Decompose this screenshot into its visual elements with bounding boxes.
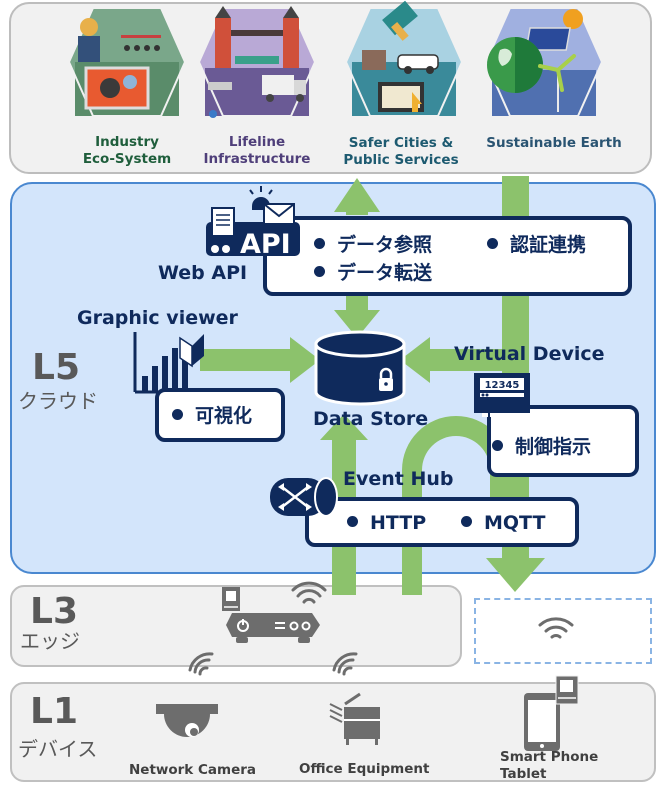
device-label-line: Smart Phone [500, 749, 599, 765]
layer-label-l5: L5 クラウド [18, 347, 98, 413]
layer-label-l3: L3 エッジ [20, 591, 80, 653]
smartphone-icon [524, 675, 579, 751]
domain-label-safer-cities: Safer Cities & Public Services [336, 135, 466, 169]
graphic-viewer-box [155, 388, 285, 442]
domain-label-lifeline: Lifeline Infrastructure [194, 134, 320, 168]
device-label-smart-phone: Smart Phone Tablet [500, 749, 598, 783]
lock-icon [379, 367, 393, 391]
arrow-right-to-datastore [200, 337, 320, 383]
graphic-viewer-item: 可視化 [172, 401, 252, 428]
domain-label-line: Infrastructure [203, 151, 311, 167]
item-text: MQTT [484, 512, 546, 534]
arrow-down-to-datastore [334, 296, 380, 338]
device-label-office-equipment: Office Equipment [299, 761, 430, 777]
industry-icon [67, 7, 187, 117]
domain-label-line: Sustainable Earth [486, 135, 622, 151]
wifi-icon [291, 581, 327, 604]
wifi-icon [188, 652, 214, 676]
lifeline-icon [197, 6, 317, 118]
camera-icon [156, 704, 218, 737]
bullet-icon [314, 238, 325, 249]
layer-name: エッジ [20, 629, 80, 653]
domain-label-line: Lifeline [228, 134, 286, 150]
data-store-title: Data Store [313, 408, 429, 430]
bullet-icon [172, 409, 183, 420]
web-api-box [263, 216, 632, 296]
web-api-item: データ参照 [314, 230, 432, 257]
item-text: 認証連携 [510, 234, 587, 256]
domain-label-industry: Industry Eco-System [64, 134, 190, 168]
arrow-uturn [402, 416, 510, 595]
item-text: HTTP [370, 512, 427, 534]
domain-label-sustainable-earth: Sustainable Earth [476, 135, 632, 152]
switch-icon [270, 477, 338, 517]
wifi-icon [332, 652, 358, 676]
layer-number: L5 [32, 347, 80, 388]
envelope-icon [263, 203, 295, 225]
api-icon-text: API [240, 229, 291, 258]
layer-number: L3 [30, 591, 78, 632]
virtual-device-title: Virtual Device [454, 343, 605, 365]
virtual-device-item: 制御指示 [492, 432, 591, 459]
item-text: 制御指示 [515, 436, 592, 458]
layer-label-l1: L1 デバイス [18, 691, 97, 761]
arrow-up-to-domains [334, 178, 380, 215]
event-hub-item: HTTP [347, 512, 426, 534]
event-hub-title: Event Hub [343, 468, 454, 490]
layer-number: L1 [30, 691, 78, 732]
bullet-icon [492, 440, 503, 451]
office-equipment-icon [329, 692, 380, 745]
device-icons [156, 581, 579, 751]
web-api-title: Web API [158, 262, 248, 284]
domain-label-line: Safer Cities & [348, 135, 454, 151]
bullet-icon [314, 266, 325, 277]
layer-name: クラウド [18, 389, 98, 413]
layer-name: デバイス [18, 737, 98, 761]
arrow-down-to-wireless [486, 558, 545, 592]
meter-readout: 12345 [485, 380, 520, 391]
domain-label-line: Eco-System [82, 151, 172, 167]
domain-label-line: Industry [95, 134, 159, 150]
domain-icons [67, 0, 604, 118]
meter-icon: 12345 [474, 373, 530, 417]
api-icon: API [206, 186, 300, 258]
item-text: データ転送 [337, 262, 433, 284]
document-icon [211, 207, 235, 237]
gateway-router-icon [222, 587, 320, 643]
domain-label-line: Public Services [343, 152, 459, 168]
wifi-icon [538, 617, 574, 639]
sustainable-earth-icon [484, 7, 604, 117]
safer-cities-icon [344, 0, 464, 117]
bullet-icon [487, 238, 498, 249]
event-hub-item: MQTT [461, 512, 545, 534]
bullet-icon [347, 516, 358, 527]
item-text: 可視化 [195, 405, 253, 427]
device-label-network-camera: Network Camera [129, 762, 256, 778]
arrow-left-to-datastore [400, 337, 515, 383]
direct-wireless-panel [474, 598, 652, 664]
bookmark-flag-icon [179, 334, 204, 368]
graphic-viewer-title: Graphic viewer [77, 307, 238, 329]
bullet-icon [461, 516, 472, 527]
virtual-device-box [487, 405, 639, 477]
gear-icon [211, 245, 230, 253]
device-label-line: Tablet [500, 766, 547, 782]
item-text: データ参照 [337, 234, 433, 256]
web-api-item: 認証連携 [487, 230, 586, 257]
web-api-item: データ転送 [314, 258, 432, 285]
database-icon [314, 330, 406, 406]
